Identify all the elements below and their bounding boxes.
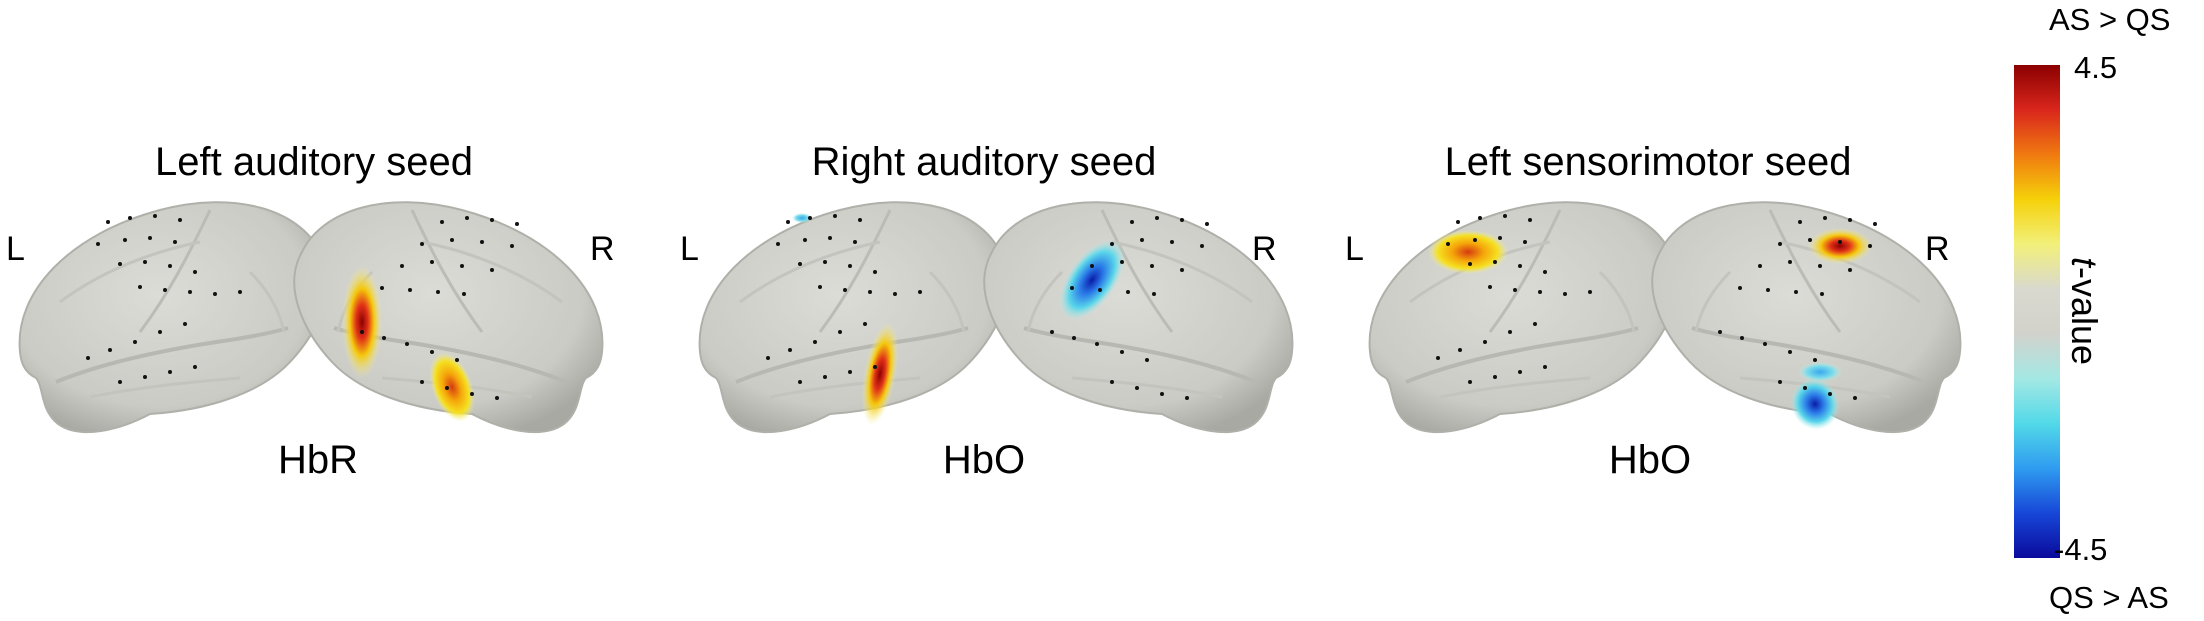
colorbar-bottom-contrast: QS > AS — [2049, 580, 2169, 615]
activation-blob-red — [861, 322, 899, 426]
colorbar-max-label: 4.5 — [2074, 50, 2118, 85]
panel-1-left-label: L — [6, 230, 25, 268]
panel-2-left-hemisphere — [697, 200, 1010, 435]
panel-1-title: Left auditory seed — [155, 140, 473, 184]
panel-1-right-hemisphere — [292, 200, 605, 435]
panel-3-right-label: R — [1925, 230, 1950, 268]
activation-blob-cyan-small — [792, 213, 812, 223]
panel-3-signal-label: HbO — [1608, 438, 1692, 482]
panel-1-right-label: R — [590, 230, 615, 268]
panel-2-title: Right auditory seed — [811, 140, 1157, 184]
activation-blob-cyan — [1798, 362, 1842, 382]
activation-blob-orange — [429, 352, 475, 422]
colorbar-gradient — [2014, 65, 2060, 558]
panel-3-title: Left sensorimotor seed — [1444, 140, 1852, 184]
panel-3-right-hemisphere — [1650, 200, 1963, 435]
activation-blob-red — [342, 266, 382, 378]
colorbar-axis-label: t-value — [2064, 256, 2105, 366]
activation-blob-blue — [1790, 378, 1840, 430]
panel-1-signal-label: HbR — [277, 438, 359, 482]
panel-2-left-label: L — [680, 230, 699, 268]
panel-1-left-hemisphere — [17, 200, 330, 435]
activation-blob-orange — [1428, 230, 1508, 274]
colorbar-top-contrast: AS > QS — [2049, 2, 2171, 37]
panel-2-right-hemisphere — [982, 200, 1295, 435]
panel-3-left-hemisphere — [1367, 200, 1680, 435]
colorbar-min-label: -4.5 — [2054, 532, 2108, 567]
panel-2-signal-label: HbO — [942, 438, 1026, 482]
activation-blob-blue — [1059, 239, 1125, 321]
panel-3-left-label: L — [1345, 230, 1364, 268]
panel-2-right-label: R — [1252, 230, 1277, 268]
activation-blob-red — [1808, 228, 1872, 264]
